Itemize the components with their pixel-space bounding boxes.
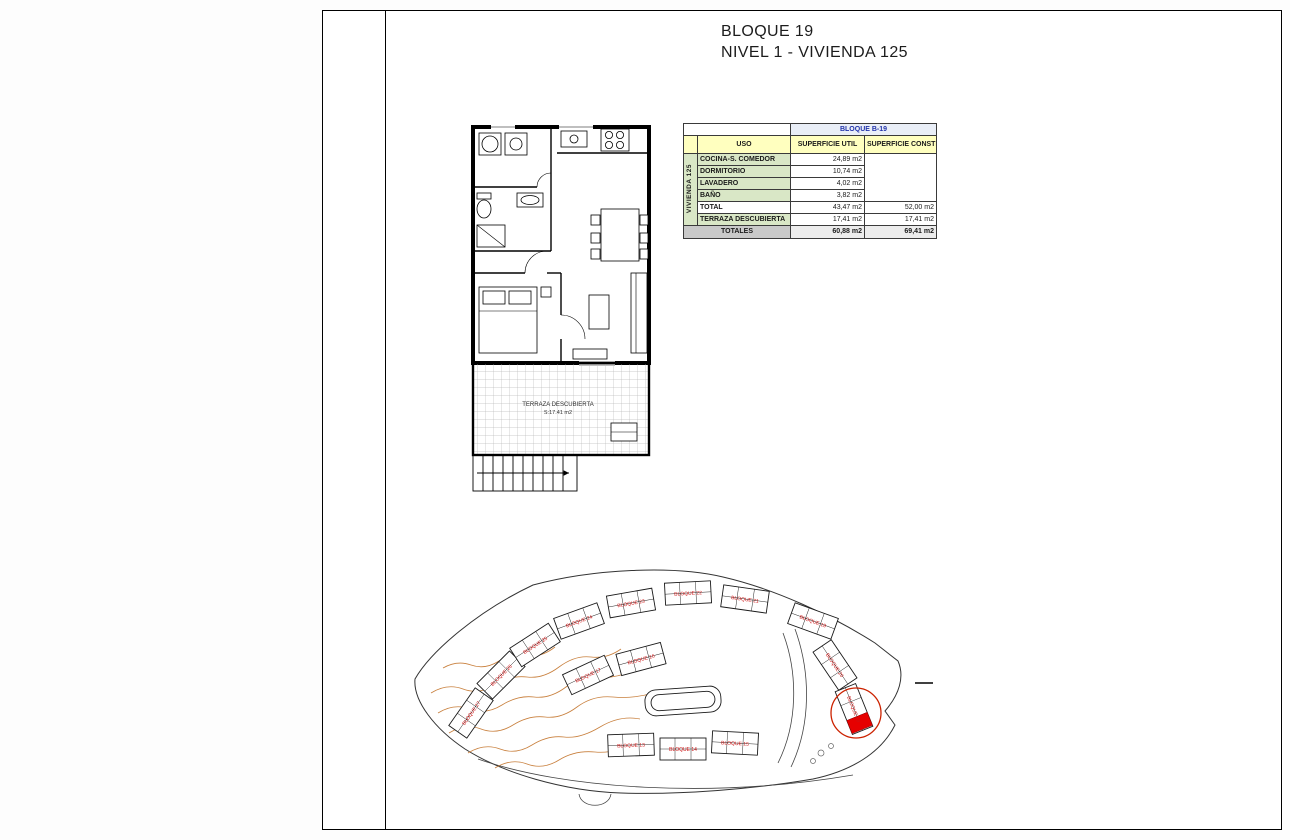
site-right-road-a	[777, 632, 795, 764]
title-nivel-vivienda: NIVEL 1 - VIVIENDA 125	[721, 44, 908, 61]
site-right-road-b	[790, 628, 807, 768]
cell-util-terraza: 17,41 m2	[790, 213, 865, 226]
site-culdesac	[578, 793, 612, 806]
terrace: TERRAZA DESCUBIERTA S:17.41 m2	[471, 361, 651, 457]
site-block-label: BLOQUE 21	[731, 595, 760, 605]
site-block: BLOQUE 14	[659, 737, 707, 761]
site-block: BLOQUE 22	[663, 580, 713, 606]
site-block-highlighted: BLOQUE 19	[834, 682, 874, 736]
site-block-label: BLOQUE 15	[721, 740, 749, 747]
door-arcs	[524, 172, 586, 340]
cell-totales-util: 60,88 m2	[790, 225, 865, 239]
apartment-plan	[471, 123, 651, 367]
table-row-block-header: BLOQUE B-19	[683, 123, 937, 136]
table-row: TERRAZA DESCUBIERTA 17,41 m2 17,41 m2	[684, 213, 937, 226]
empty-corner-cell	[683, 123, 791, 136]
stairs	[472, 454, 578, 492]
dining-table	[590, 208, 649, 262]
terrace-label: TERRAZA DESCUBIERTA	[522, 402, 593, 408]
drawing-frame: BLOQUE 19 NIVEL 1 - VIVIENDA 125 BLOQUE …	[322, 10, 1282, 830]
highlighted-unit	[846, 711, 873, 734]
cell-util-dormitorio: 10,74 m2	[790, 165, 865, 178]
title-bloque: BLOQUE 19	[721, 23, 814, 40]
pool	[644, 685, 722, 717]
header-spacer-cell	[683, 135, 698, 154]
cell-util-lavadero: 4,02 m2	[790, 177, 865, 190]
floorplan-drawing: TERRAZA DESCUBIERTA S:17.41 m2	[471, 123, 651, 492]
table-row: VIVIENDA 125 COCINA-S. COMEDOR 24,89 m2	[683, 153, 937, 226]
site-block: BLOQUE 13	[607, 732, 655, 758]
header-uso: USO	[697, 135, 791, 154]
cell-uso-lavadero: LAVADERO	[697, 177, 791, 190]
highlight-circle	[830, 687, 882, 739]
bed	[478, 286, 552, 354]
cell-uso-cocina: COCINA-S. COMEDOR	[697, 153, 791, 166]
header-superficie-util: SUPERFICIE UTIL	[790, 135, 865, 154]
laundry-appliances	[478, 132, 528, 156]
cell-uso-dormitorio: DORMITORIO	[697, 165, 791, 178]
site-block: BLOQUE 25	[509, 622, 561, 668]
areas-table: BLOQUE B-19 USO SUPERFICIE UTIL SUPERFIC…	[683, 123, 937, 239]
table-row-totales: TOTALES 60,88 m2 69,41 m2	[683, 225, 937, 239]
site-block: BLOQUE 20	[812, 639, 858, 691]
terrace-area-label: S:17.41 m2	[544, 410, 572, 416]
site-block: BLOQUE 15	[710, 730, 760, 756]
vivienda-label: VIVIENDA 125	[686, 163, 694, 213]
site-boundary	[414, 569, 902, 794]
frame-margin-line	[385, 11, 386, 829]
site-block: BLOQUE 21	[720, 584, 770, 614]
bathroom-fixtures	[476, 192, 544, 248]
interior-walls	[473, 127, 562, 363]
site-block: BLOQUE 18	[787, 602, 839, 640]
header-superficie-construida: SUPERFICIE CONSTRUIDA	[864, 135, 937, 154]
cell-util-bano: 3,82 m2	[790, 189, 865, 202]
cell-util-total: 43,47 m2	[790, 201, 865, 214]
title-block: BLOQUE 19 NIVEL 1 - VIVIENDA 125	[721, 21, 908, 63]
site-block: BLOQUE 17	[561, 654, 615, 696]
siteplan-drawing: BLOQUE 27 BLOQUE 26 BLOQUE 25 BLOQUE 24 …	[414, 569, 933, 806]
cell-construida-terraza: 17,41 m2	[864, 213, 937, 226]
cell-totales-construida: 69,41 m2	[864, 225, 937, 239]
site-block: BLOQUE 26	[476, 650, 526, 700]
site-bottom-road	[477, 758, 854, 789]
site-block-label: BLOQUE 23	[617, 599, 646, 610]
site-block-label: BLOQUE 14	[669, 747, 697, 753]
cell-construida-total: 52,00 m2	[864, 201, 937, 214]
sofa	[572, 272, 648, 360]
cell-uso-bano: BAÑO	[697, 189, 791, 202]
vivienda-label-cell: VIVIENDA 125	[683, 153, 698, 226]
cell-construida-merged	[864, 153, 937, 202]
block-header-cell: BLOQUE B-19	[790, 123, 937, 136]
site-block: BLOQUE 24	[553, 602, 605, 640]
kitchen-counter	[557, 128, 649, 154]
cell-uso-total: TOTAL	[697, 201, 791, 214]
table-row: TOTAL 43,47 m2 52,00 m2	[684, 201, 937, 214]
site-block: BLOQUE 27	[448, 687, 494, 739]
cell-util-cocina: 24,89 m2	[790, 153, 865, 166]
site-block: BLOQUE 16	[615, 641, 667, 677]
table-row-column-headers: USO SUPERFICIE UTIL SUPERFICIE CONSTRUID…	[683, 135, 937, 154]
site-block-label: BLOQUE 13	[617, 743, 645, 750]
site-block-label: BLOQUE 22	[674, 590, 702, 597]
table-row: DORMITORIO 10,74 m2	[684, 165, 937, 178]
cell-uso-terraza: TERRAZA DESCUBIERTA	[697, 213, 791, 226]
window-symbols	[491, 123, 593, 131]
cell-totales-label: TOTALES	[683, 225, 791, 239]
site-block: BLOQUE 23	[605, 587, 657, 619]
vegetation-marks	[810, 743, 834, 764]
